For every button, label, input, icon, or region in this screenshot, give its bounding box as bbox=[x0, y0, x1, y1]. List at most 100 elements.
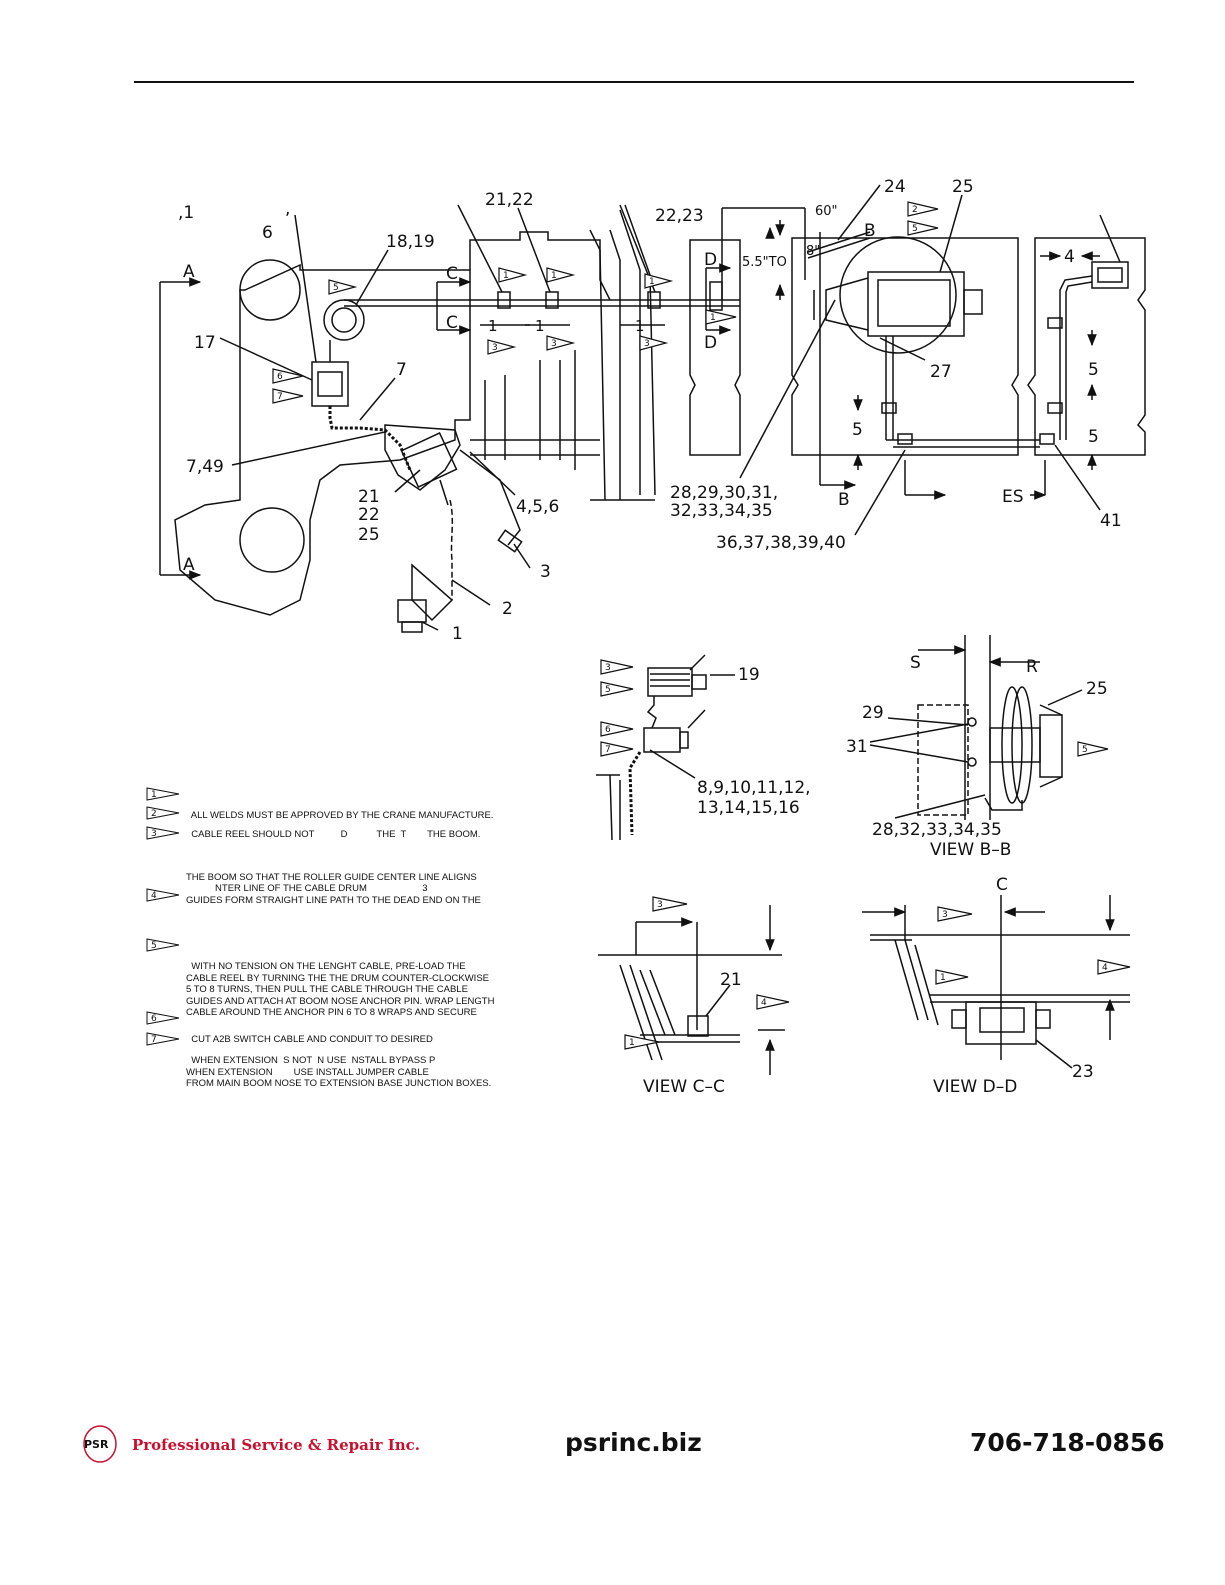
section-d-bottom: D bbox=[704, 333, 717, 353]
callout-5c: 5 bbox=[1088, 427, 1099, 447]
technical-drawing: 5 1 1 1 3 3 3 6 7 1 2 5 3 5 6 7 5 3 4 1 … bbox=[159, 177, 1146, 1097]
website-link[interactable]: psrinc.biz bbox=[565, 1428, 702, 1457]
callout-21-22-top: 21,22 bbox=[485, 190, 534, 210]
callout-27: 27 bbox=[930, 362, 952, 382]
phone-number[interactable]: 706-718-0856 bbox=[970, 1428, 1165, 1457]
callout-22-23: 22,23 bbox=[655, 206, 704, 226]
svg-text:3: 3 bbox=[942, 910, 948, 920]
dim-one-3: 1 bbox=[635, 317, 645, 335]
boom-nose-side-view bbox=[159, 204, 740, 633]
svg-text:3: 3 bbox=[605, 663, 611, 673]
dim-s: S bbox=[910, 653, 921, 673]
callout-25-top: 25 bbox=[952, 177, 974, 197]
svg-text:6: 6 bbox=[151, 1014, 157, 1024]
svg-text:3: 3 bbox=[151, 829, 157, 839]
note-flag-5-icon: 5 bbox=[146, 938, 180, 952]
callout-18-19: 18,19 bbox=[386, 232, 435, 252]
callout-29: 29 bbox=[862, 703, 884, 723]
svg-text:7: 7 bbox=[151, 1035, 157, 1045]
callout-1: 1 bbox=[452, 624, 463, 644]
callout-32-35: 32,33,34,35 bbox=[670, 501, 773, 521]
note-flag-3-icon: 3 bbox=[146, 826, 180, 840]
callout-28-35: 28,32,33,34,35 bbox=[872, 820, 1002, 840]
note-flag-1-icon: 1 bbox=[146, 787, 180, 801]
note-6-text: CUT A2B SWITCH CABLE AND CONDUIT TO DESI… bbox=[191, 1034, 433, 1045]
svg-text:4: 4 bbox=[1102, 963, 1108, 973]
svg-text:5: 5 bbox=[333, 283, 339, 293]
callout-8in: 8" bbox=[806, 244, 820, 259]
note-1-text: ALL WELDS MUST BE APPROVED BY THE CRANE … bbox=[190, 810, 494, 821]
svg-text:5: 5 bbox=[151, 941, 157, 951]
note-flag-6-icon: 6 bbox=[146, 1011, 180, 1025]
callout-36-40: 36,37,38,39,40 bbox=[716, 533, 846, 553]
svg-text:6: 6 bbox=[605, 725, 611, 735]
header-rule bbox=[134, 81, 1134, 83]
callout-21-cc: 21 bbox=[720, 970, 742, 990]
note-flag-2-icon: 2 bbox=[146, 806, 180, 820]
section-c-top: C bbox=[446, 264, 458, 284]
svg-text:2: 2 bbox=[912, 205, 918, 215]
callout-60in: 60" bbox=[815, 204, 838, 219]
callout-19: 19 bbox=[738, 665, 760, 685]
callout-2: 2 bbox=[502, 599, 513, 619]
svg-text:6: 6 bbox=[277, 372, 283, 382]
svg-text:4: 4 bbox=[761, 998, 767, 1008]
callout-6: 6 bbox=[262, 223, 273, 243]
note-2-text: CABLE REEL SHOULD NOT D THE T THE BOOM. bbox=[191, 829, 481, 840]
callout-28-31: 28,29,30,31, bbox=[670, 483, 778, 503]
dim-r: R bbox=[1026, 657, 1038, 677]
note-4: 4 bbox=[146, 888, 191, 923]
note-7-text: WHEN EXTENSION S NOT N USE NSTALL BYPASS… bbox=[186, 1055, 492, 1089]
svg-text:4: 4 bbox=[151, 891, 157, 901]
callout-31: 31 bbox=[846, 737, 868, 757]
svg-text:1: 1 bbox=[503, 271, 509, 281]
callout-7-49: 7,49 bbox=[186, 457, 224, 477]
svg-text:1: 1 bbox=[629, 1038, 635, 1048]
callout-8-12: 8,9,10,11,12, bbox=[697, 778, 811, 798]
callout-4-5-6: 4,5,6 bbox=[516, 497, 559, 517]
extension-section bbox=[1027, 214, 1146, 511]
centerline-label: C bbox=[996, 875, 1008, 895]
note-3: 3 THE BOOM SO THAT THE ROLLER GUIDE CENT… bbox=[146, 826, 481, 918]
callout-4: 4 bbox=[1064, 247, 1075, 267]
view-cc-label: VIEW C–C bbox=[643, 1077, 725, 1097]
svg-text:1: 1 bbox=[551, 271, 557, 281]
psr-logo-icon: PSR bbox=[83, 1425, 117, 1463]
view-dd bbox=[862, 895, 1130, 1069]
cable-reel-section bbox=[689, 184, 1040, 536]
svg-text:5: 5 bbox=[1082, 745, 1088, 755]
callout-5-5-to: 5.5"TO bbox=[742, 255, 787, 270]
section-a-bottom: A bbox=[183, 555, 195, 575]
section-d-top: D bbox=[704, 250, 717, 270]
callout-23: 23 bbox=[1072, 1062, 1094, 1082]
note-3-text: THE BOOM SO THAT THE ROLLER GUIDE CENTER… bbox=[186, 871, 481, 906]
callout-5b: 5 bbox=[1088, 360, 1099, 380]
callout-22: 22 bbox=[358, 505, 380, 525]
svg-text:7: 7 bbox=[605, 745, 611, 755]
view-bb bbox=[869, 635, 1083, 820]
callout-es: ES bbox=[1002, 487, 1024, 507]
svg-text:5: 5 bbox=[912, 224, 918, 234]
callout-21: 21 bbox=[358, 487, 380, 507]
svg-text:3: 3 bbox=[551, 339, 557, 349]
dim-one-2: 1 bbox=[535, 317, 545, 335]
view-cc bbox=[598, 905, 785, 1075]
svg-text:2: 2 bbox=[151, 809, 157, 819]
svg-text:1: 1 bbox=[649, 277, 655, 287]
callout-25: 25 bbox=[358, 525, 380, 545]
svg-text:3: 3 bbox=[492, 343, 498, 353]
svg-text:3: 3 bbox=[657, 900, 663, 910]
svg-text:PSR: PSR bbox=[84, 1438, 109, 1451]
detail-junction-view bbox=[596, 654, 735, 841]
callout-13-16: 13,14,15,16 bbox=[697, 798, 800, 818]
note-6: 6 CUT A2B SWITCH CABLE AND CONDUIT TO DE… bbox=[146, 1011, 433, 1046]
callout-17: 17 bbox=[194, 333, 216, 353]
note-flag-7-icon: 7 bbox=[146, 1032, 180, 1046]
note-7: 7 WHEN EXTENSION S NOT N USE NSTALL BYPA… bbox=[146, 1032, 492, 1090]
flag-markers: 5 1 1 1 3 3 3 6 7 1 2 5 3 5 6 7 5 3 4 1 … bbox=[272, 201, 1131, 1050]
view-dd-label: VIEW D–D bbox=[933, 1077, 1017, 1097]
note-2: 2 CABLE REEL SHOULD NOT D THE T THE BOOM… bbox=[146, 806, 481, 841]
callout-7: 7 bbox=[396, 360, 407, 380]
callout-5a: 5 bbox=[852, 420, 863, 440]
note-flag-4-icon: 4 bbox=[146, 888, 180, 902]
